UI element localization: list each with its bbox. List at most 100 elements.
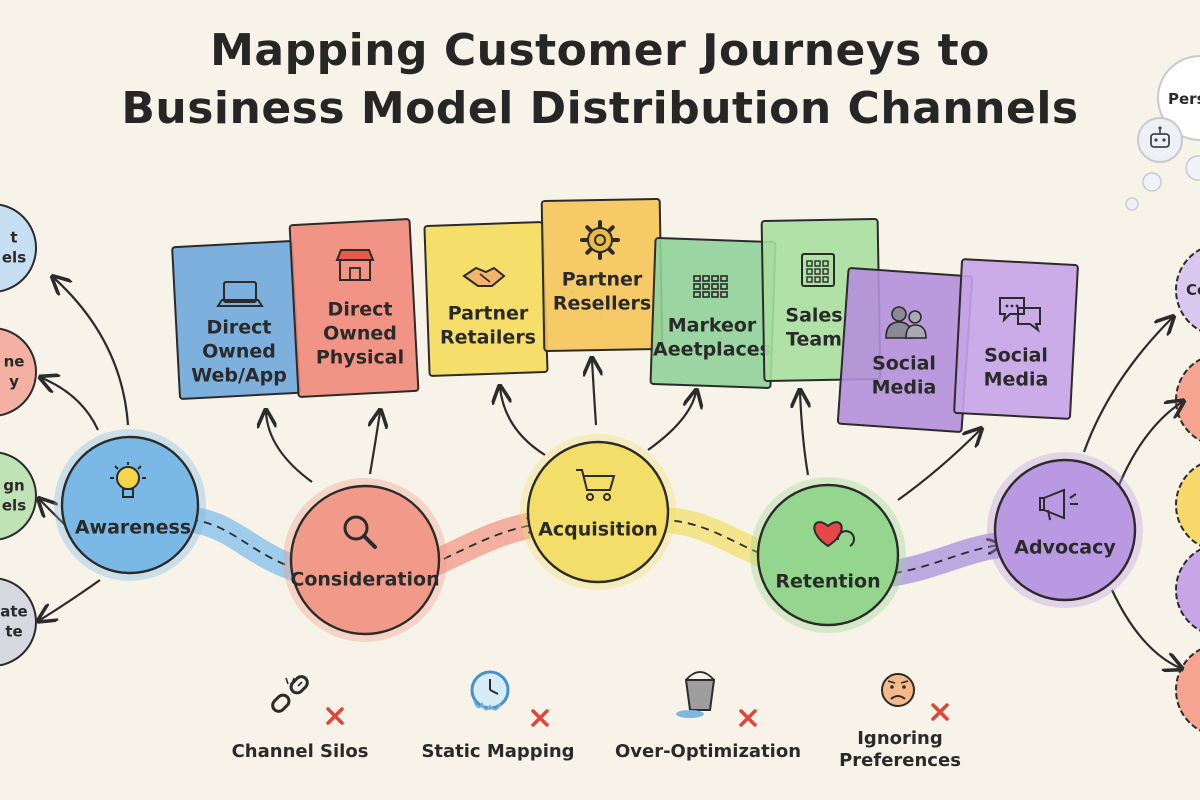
flow-arrow bbox=[40, 579, 101, 620]
red-cross-icon bbox=[739, 709, 757, 727]
laptop-icon bbox=[216, 281, 264, 307]
channel-card-label: Web/App bbox=[191, 365, 287, 387]
flow-arrow bbox=[370, 412, 380, 475]
right-partial-badge bbox=[1175, 548, 1200, 632]
right-partial-badges: Co bbox=[1175, 248, 1200, 732]
channel-card-label: Direct bbox=[328, 299, 393, 321]
thought-bubble-1 bbox=[1142, 172, 1162, 192]
top-right-persona-area: Pers bbox=[1125, 55, 1200, 211]
thought-bubble-2 bbox=[1125, 197, 1139, 211]
red-cross-icon bbox=[531, 709, 549, 727]
channel-card-label: Owned bbox=[323, 323, 397, 345]
left-partial-label: gn bbox=[3, 477, 24, 495]
channel-card-label: Social bbox=[984, 345, 1048, 367]
red-cross-icon bbox=[326, 707, 344, 725]
handshake-icon bbox=[462, 266, 506, 287]
red-cross-icon bbox=[931, 703, 949, 721]
thought-bubble-3 bbox=[1185, 155, 1200, 181]
channel-cards: DirectOwnedWeb/AppDirectOwnedPhysicalPar… bbox=[171, 198, 1079, 433]
stage-circle bbox=[993, 458, 1137, 602]
channel-card-background bbox=[953, 258, 1079, 420]
channel-card-background bbox=[423, 221, 549, 377]
right-partial-item: Co bbox=[1175, 248, 1200, 332]
stage-to-channel-arrows bbox=[40, 278, 1182, 668]
stage-circle bbox=[289, 484, 441, 636]
flow-arrow bbox=[1113, 402, 1182, 496]
channel-card-label: Aeetplaces bbox=[653, 339, 771, 361]
flow-arrow bbox=[54, 278, 130, 426]
diagram-title: Mapping Customer Journeys to Business Mo… bbox=[60, 22, 1140, 138]
storefront-icon bbox=[335, 249, 375, 281]
right-partial-item bbox=[1175, 548, 1200, 632]
channel-card-label: Owned bbox=[202, 341, 276, 363]
pitfall-label: Over-Optimization bbox=[615, 741, 801, 762]
channel-card-label: Retailers bbox=[440, 327, 536, 349]
flow-arrow bbox=[266, 412, 313, 483]
stage-circle bbox=[60, 435, 200, 575]
stage-label: Awareness bbox=[75, 517, 191, 539]
stage-circle bbox=[526, 440, 670, 584]
journey-stage: Acquisition bbox=[520, 434, 676, 590]
overflowing-bucket-icon bbox=[676, 671, 716, 718]
channel-card-label: Physical bbox=[316, 347, 404, 369]
right-partial-badge bbox=[1175, 463, 1200, 547]
channel-card-label: Sales bbox=[785, 305, 842, 327]
pitfall-item: Channel Silos bbox=[232, 675, 368, 762]
left-partial-circle bbox=[0, 203, 37, 293]
flow-arrow bbox=[647, 392, 696, 451]
left-partial-label: te bbox=[5, 623, 22, 641]
robot-bubble bbox=[1137, 117, 1183, 163]
left-partial-label: y bbox=[9, 373, 19, 391]
chat-bubbles-icon bbox=[999, 297, 1041, 333]
channel-card-label: Partner bbox=[562, 269, 643, 291]
people-icon bbox=[885, 306, 927, 339]
journey-stage: Consideration bbox=[283, 478, 447, 642]
left-partial-item: gn els bbox=[0, 451, 37, 541]
flow-arrow bbox=[42, 378, 100, 431]
broken-chain-icon bbox=[271, 675, 309, 713]
left-partial-label: els bbox=[2, 249, 26, 267]
calendar-icon bbox=[801, 253, 835, 287]
megaphone-icon bbox=[1039, 488, 1078, 521]
journey-stages: Awareness Consideration AcquisitionRetenti… bbox=[54, 429, 1143, 642]
right-partial-label: Co bbox=[1186, 281, 1200, 299]
left-partial-item: ne y bbox=[0, 327, 37, 417]
pitfall-label: Static Mapping bbox=[421, 741, 574, 762]
flow-arrow bbox=[1082, 318, 1172, 453]
left-partial-label: ate bbox=[0, 603, 27, 621]
robot-icon bbox=[1150, 126, 1170, 148]
right-partial-badge bbox=[1175, 248, 1200, 332]
left-partial-label: els bbox=[2, 497, 26, 515]
flow-arrow bbox=[1111, 589, 1180, 668]
flow-arrow bbox=[500, 388, 546, 456]
right-partial-badge bbox=[1175, 358, 1200, 442]
left-partial-circle bbox=[0, 327, 37, 417]
channel-card-background bbox=[649, 237, 777, 389]
channel-card-label: Media bbox=[984, 369, 1049, 391]
lightbulb-icon bbox=[110, 462, 146, 498]
persona-label: Pers bbox=[1168, 90, 1200, 108]
sad-face-icon bbox=[881, 673, 915, 707]
right-partial-item bbox=[1175, 648, 1200, 732]
pitfall-label: Ignoring bbox=[857, 728, 943, 749]
pitfall-item: Over-Optimization bbox=[615, 671, 801, 762]
left-partial-label: ne bbox=[4, 353, 25, 371]
channel-card-background bbox=[836, 267, 974, 433]
journey-stage: Advocacy bbox=[987, 452, 1143, 608]
flow-arrow bbox=[800, 392, 808, 476]
channel-card-label: Social bbox=[872, 353, 936, 375]
title-line-2: Business Model Distribution Channels bbox=[121, 83, 1079, 134]
flow-arrow bbox=[592, 360, 596, 426]
stage-label: Retention bbox=[775, 571, 880, 593]
channel-card-label: Media bbox=[872, 377, 937, 399]
marketplace-grid-icon bbox=[693, 275, 728, 298]
right-partial-item bbox=[1175, 463, 1200, 547]
